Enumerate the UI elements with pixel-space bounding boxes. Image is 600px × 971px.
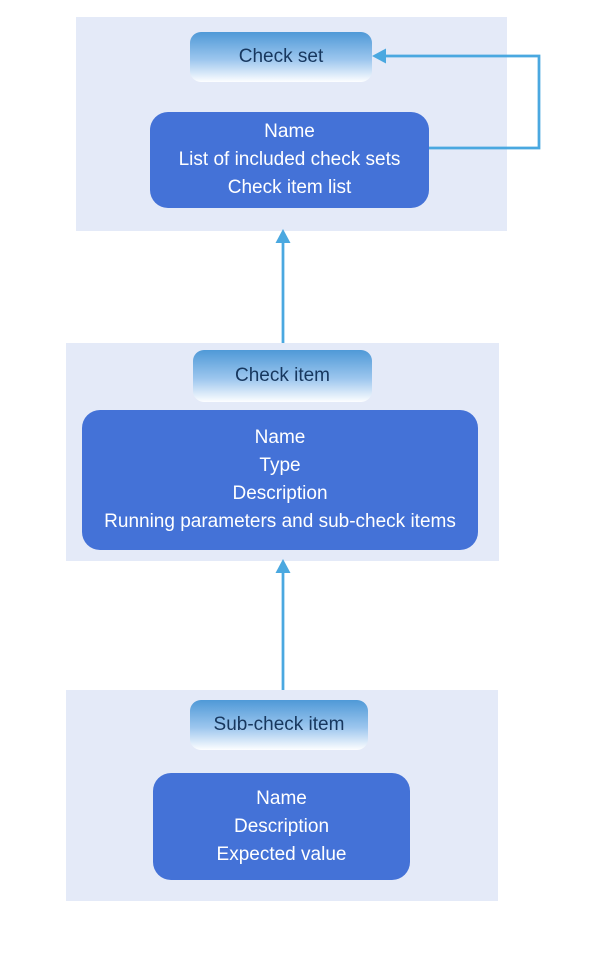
attribute-line: Expected value: [216, 843, 347, 865]
entity-group-check-set: Check set Name List of included check se…: [76, 17, 507, 231]
attribute-line: List of included check sets: [178, 149, 401, 170]
attribute-line: Check item list: [227, 177, 352, 198]
attribute-line: Description: [233, 815, 330, 837]
arrow-up-icon: [275, 559, 291, 573]
entity-attributes-sub-check-item: Name Description Expected value: [153, 773, 410, 880]
entity-title-check-item: Check item: [193, 350, 372, 402]
attribute-line: Type: [259, 455, 301, 476]
attribute-line: Name: [264, 121, 315, 142]
attribute-line: Running parameters and sub-check items: [104, 511, 456, 532]
attribute-line: Name: [256, 787, 307, 809]
entity-attributes-check-set: Name List of included check sets Check i…: [150, 112, 429, 208]
entity-group-check-item: Check item Name Type Description Running…: [66, 343, 499, 561]
entity-group-sub-check-item: Sub-check item Name Description Expected…: [66, 690, 498, 901]
arrow-up-icon: [275, 229, 291, 243]
entity-attributes-check-item: Name Type Description Running parameters…: [82, 410, 478, 550]
attribute-line: Name: [254, 427, 306, 448]
arrow-sub-check-item-to-check-item: [275, 559, 291, 690]
attribute-line: Description: [232, 483, 328, 504]
arrow-check-item-to-check-set: [275, 229, 291, 343]
entity-title-sub-check-item: Sub-check item: [190, 700, 368, 750]
entity-title-check-set: Check set: [190, 32, 372, 82]
